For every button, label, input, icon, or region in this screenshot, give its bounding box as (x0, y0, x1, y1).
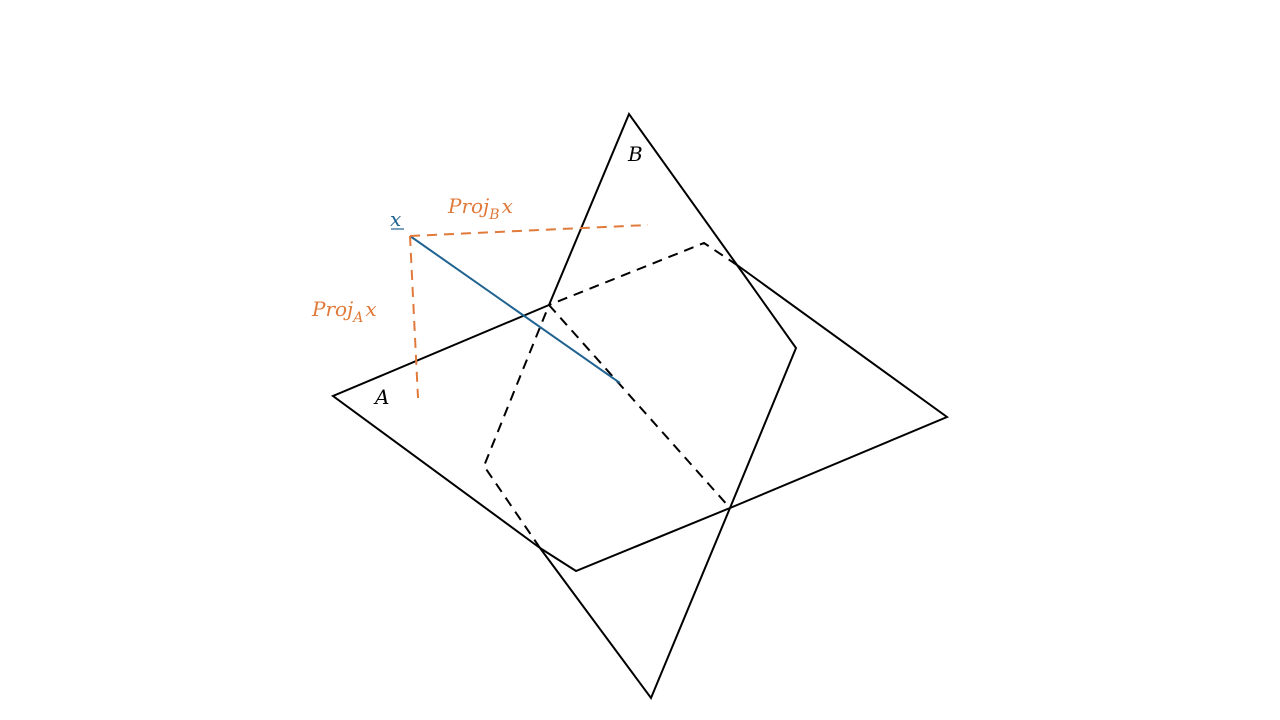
plane-b-edge-right (729, 264, 798, 509)
projection-b-line (409, 224, 649, 237)
projection-a-label-base: Proj (311, 297, 353, 321)
projection-b-label-base: Proj (447, 194, 489, 218)
plane-a-edge-right (729, 264, 950, 509)
plane-b (482, 111, 798, 701)
plane-b-edge-top (548, 111, 738, 306)
plane-a-edge-hidden (548, 241, 738, 306)
plane-b-label: B (627, 142, 643, 166)
projection-b-label-tail: x (502, 194, 513, 218)
point-x-vector (409, 235, 621, 384)
projection-a-label-sub: A (351, 310, 363, 326)
projection-a-line (409, 235, 419, 399)
projection-b-label-sub: B (488, 207, 499, 223)
projection-a-label-tail: x (365, 297, 376, 321)
intersection-line-hidden (548, 304, 731, 509)
plane-b-edge-bottom (539, 507, 731, 701)
plane-a-edge-front (330, 304, 550, 549)
plane-a-label: A (373, 385, 389, 409)
plane-a (330, 241, 950, 573)
plane-b-edge-hidden-lower (482, 304, 550, 549)
plane-a-edge-back (539, 507, 731, 573)
point-x-label: x (390, 207, 401, 231)
